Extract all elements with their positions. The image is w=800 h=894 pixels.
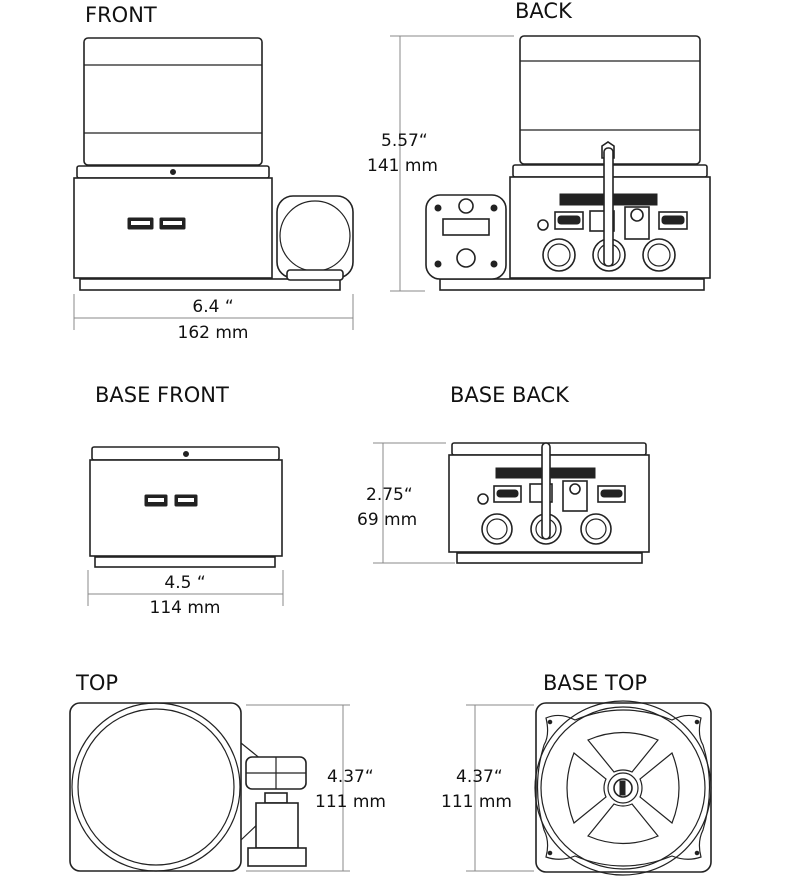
base-back-height-inches: 2.75“ bbox=[366, 485, 413, 505]
usb-ports bbox=[127, 217, 186, 230]
height-dimension: 5.57“ 141 mm bbox=[367, 35, 514, 292]
base-front-width-mm: 114 mm bbox=[150, 598, 221, 618]
back-view: BACK bbox=[425, 0, 711, 291]
base-back-view: BASE BACK 2.75“ 69 mm bbox=[357, 383, 650, 564]
front-view: FRONT 6.4 “ 162 mm bbox=[73, 3, 354, 343]
top-title: TOP bbox=[75, 671, 118, 695]
base-back-title: BASE BACK bbox=[450, 383, 570, 407]
top-depth-mm: 111 mm bbox=[315, 792, 386, 812]
top-view: TOP 4.37“ 111 mm bbox=[69, 671, 386, 872]
base-front-view: BASE FRONT 4.5 “ 114 mm bbox=[87, 383, 284, 618]
base-front-width-inches: 4.5 “ bbox=[164, 573, 205, 593]
base-top-depth-inches: 4.37“ bbox=[456, 767, 503, 787]
base-top-spokes bbox=[566, 731, 680, 845]
camera-module-front bbox=[276, 195, 354, 281]
camera-module-back bbox=[425, 194, 507, 280]
base-top-depth-mm: 111 mm bbox=[441, 792, 512, 812]
base-top-title: BASE TOP bbox=[543, 671, 647, 695]
front-width-mm: 162 mm bbox=[178, 323, 249, 343]
height-mm: 141 mm bbox=[367, 156, 438, 176]
top-depth-inches: 4.37“ bbox=[327, 767, 374, 787]
base-back-height-mm: 69 mm bbox=[357, 510, 417, 530]
front-width-inches: 6.4 “ bbox=[192, 297, 233, 317]
base-top-view: BASE TOP 4.37“ 111 mm bbox=[441, 671, 712, 876]
front-width-dimension: 6.4 “ 162 mm bbox=[73, 294, 354, 343]
base-front-title: BASE FRONT bbox=[95, 383, 229, 407]
back-title: BACK bbox=[515, 0, 573, 23]
height-inches: 5.57“ bbox=[381, 131, 428, 151]
front-title: FRONT bbox=[85, 3, 157, 27]
